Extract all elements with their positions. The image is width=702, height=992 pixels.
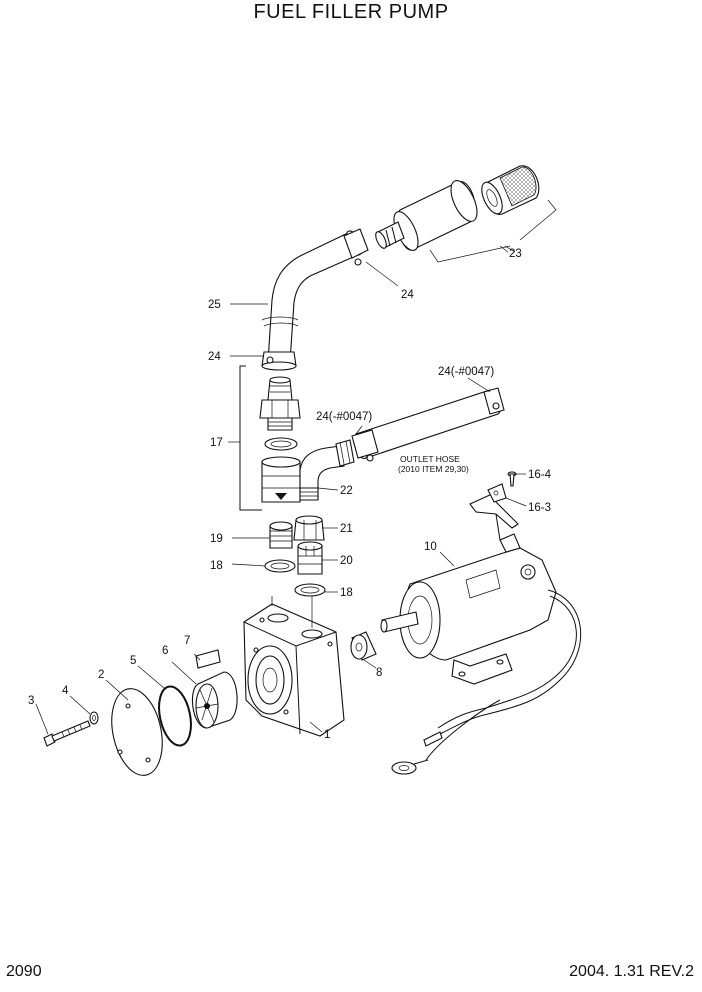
- part-5-o-ring: [158, 685, 192, 747]
- part-6-impeller: [191, 671, 238, 729]
- callout-1: 1: [324, 729, 330, 741]
- callout-18-left: 18: [210, 560, 223, 572]
- page-number: 2090: [6, 963, 42, 980]
- callout-24-lower-clamp: 24: [208, 351, 221, 363]
- callout-24-outlet-clamp-upper: 24(-#0047): [438, 366, 494, 378]
- callout-17: 17: [210, 437, 223, 449]
- diagram-title: FUEL FILLER PUMP: [253, 1, 449, 23]
- callout-6: 6: [162, 645, 168, 657]
- outlet-hose-note-line-1: OUTLET HOSE: [400, 454, 460, 464]
- part-2-cover-plate: [111, 688, 163, 776]
- part-1-pump-housing: [243, 596, 345, 737]
- part-16-3-bracket: [469, 483, 519, 541]
- callout-10: 10: [424, 541, 437, 553]
- part-4-washer: [89, 711, 99, 725]
- callout-24-outlet-clamp-lower: 24(-#0047): [316, 411, 372, 423]
- part-10-motor: [380, 533, 582, 775]
- revision-stamp: 2004. 1.31 REV.2: [569, 963, 694, 980]
- callout-3: 3: [28, 695, 34, 707]
- leader-lines: [35, 245, 527, 735]
- part-8-coupling: [350, 631, 377, 661]
- part-22-elbow-outlet-hose: [299, 387, 505, 501]
- part-25-inlet-hose: [261, 228, 369, 371]
- callout-19: 19: [210, 533, 223, 545]
- part-17-fitting-stack: [239, 365, 301, 511]
- callout-16-3: 16-3: [528, 502, 551, 514]
- callout-24-upper-clamp: 24: [401, 289, 414, 301]
- callout-20: 20: [340, 555, 353, 567]
- callout-5: 5: [130, 655, 136, 667]
- callout-16-4: 16-4: [528, 469, 552, 481]
- outlet-hose-note-line-2: (2010 ITEM 29,30): [398, 464, 469, 474]
- callout-23: 23: [509, 248, 522, 260]
- part-23-strainer-assembly: [375, 165, 557, 263]
- callout-25: 25: [208, 299, 221, 311]
- callout-22: 22: [340, 485, 353, 497]
- callout-7: 7: [184, 635, 190, 647]
- callout-2: 2: [98, 669, 104, 681]
- callout-18-right: 18: [340, 587, 353, 599]
- callout-4: 4: [62, 685, 69, 697]
- callout-labels: 25 24 24 23 24(-#0047) 24(-#0047) 17 22 …: [28, 248, 552, 741]
- part-7-vane: [195, 649, 221, 669]
- callout-21: 21: [340, 523, 353, 535]
- parts-18-21-fittings: [264, 515, 326, 597]
- callout-8: 8: [376, 667, 382, 679]
- part-3-bolt: [43, 720, 91, 747]
